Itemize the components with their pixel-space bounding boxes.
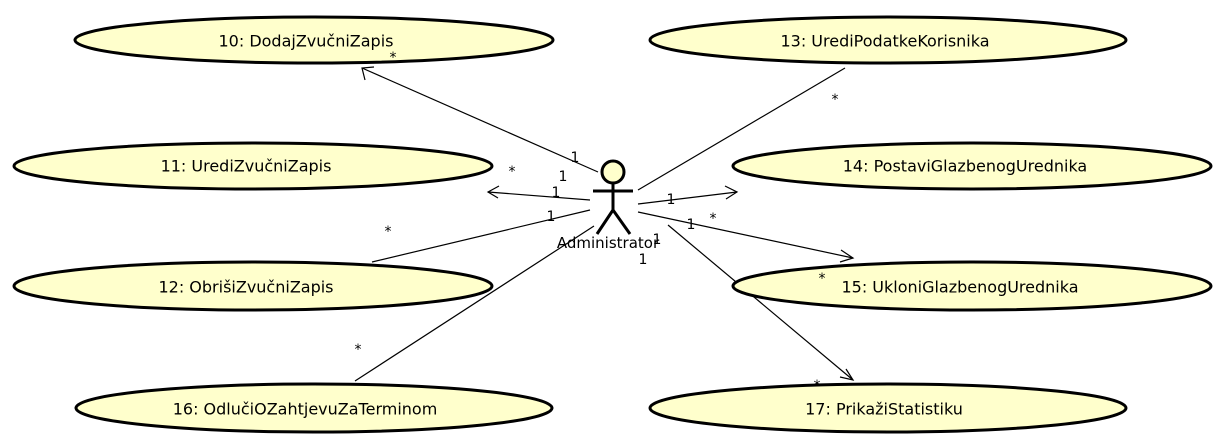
- mult-uc15-actor: 1: [653, 232, 662, 248]
- mult-uc17-end: *: [814, 378, 821, 394]
- use-case-11[interactable]: 11: UrediZvučniZapis: [12, 141, 494, 191]
- mult-uc15-end: *: [710, 211, 717, 227]
- assoc-line-uc15: [637, 211, 854, 259]
- use-case-12-label: 12: ObrišiZvučniZapis: [158, 278, 333, 297]
- arrow-head-uc17: [839, 368, 855, 381]
- mult-uc10-end: *: [390, 50, 397, 66]
- use-case-15-label: 15: UkloniGlazbenogUrednika: [841, 278, 1078, 297]
- mult-uc11-actor: 1: [559, 169, 568, 185]
- mult-uc13-actor: 1: [667, 192, 676, 208]
- actor-administrator[interactable]: Administrator: [557, 159, 660, 252]
- mult-extra-star: *: [819, 271, 826, 287]
- use-case-15[interactable]: 15: UkloniGlazbenogUrednika: [731, 260, 1213, 312]
- use-case-13[interactable]: 13: UrediPodatkeKorisnika: [648, 15, 1128, 65]
- use-case-14-label: 14: PostaviGlazbenogUrednika: [843, 157, 1087, 176]
- assoc-line-uc17: [667, 224, 854, 381]
- arrow-head-uc10: [361, 66, 375, 81]
- mult-uc13-end: *: [832, 92, 839, 108]
- assoc-line-uc12: [371, 209, 591, 263]
- assoc-line-uc11: [487, 191, 591, 201]
- use-cases: 10: DodajZvučniZapis 11: UrediZvučniZapi…: [12, 15, 1213, 434]
- mult-uc10-actor: 1: [571, 150, 580, 166]
- assoc-line-uc16: [354, 225, 595, 382]
- use-case-10-label: 10: DodajZvučniZapis: [218, 32, 393, 51]
- mult-uc16-actor: 1: [547, 209, 556, 225]
- mult-uc17-actor: 1: [639, 252, 648, 268]
- mult-uc12-actor: 1: [552, 185, 561, 201]
- use-case-16-label: 16: OdlučiOZahtjevuZaTerminom: [173, 400, 438, 419]
- multiplicities: * 1 * 1 * 1 * 1 * 1 1 * 1 * 1 *: [355, 50, 839, 394]
- use-case-16[interactable]: 16: OdlučiOZahtjevuZaTerminom: [74, 382, 554, 434]
- assoc-line-uc13: [637, 67, 846, 191]
- arrow-head-uc14: [724, 185, 739, 200]
- actor-head: [600, 159, 626, 185]
- assoc-line-uc10: [361, 67, 599, 173]
- arrow-head-uc11: [486, 185, 500, 199]
- use-case-13-label: 13: UrediPodatkeKorisnika: [780, 32, 989, 51]
- mult-uc12-end: *: [385, 224, 392, 240]
- use-case-10[interactable]: 10: DodajZvučniZapis: [73, 15, 555, 65]
- use-case-17[interactable]: 17: PrikažiStatistiku: [648, 382, 1128, 434]
- assoc-line-uc14: [637, 191, 738, 205]
- mult-uc14-actor: 1: [687, 217, 696, 233]
- use-case-11-label: 11: UrediZvučniZapis: [161, 157, 332, 176]
- mult-uc16-end: *: [355, 342, 362, 358]
- use-case-17-label: 17: PrikažiStatistiku: [805, 400, 963, 419]
- actor-label: Administrator: [557, 234, 660, 252]
- use-case-14[interactable]: 14: PostaviGlazbenogUrednika: [731, 141, 1213, 191]
- use-case-12[interactable]: 12: ObrišiZvučniZapis: [12, 260, 494, 312]
- arrow-head-uc15: [839, 249, 855, 263]
- actor-leg-left: [595, 209, 615, 235]
- associations: [354, 66, 855, 382]
- mult-uc11-end: *: [509, 164, 516, 180]
- actor-leg-right: [611, 209, 632, 235]
